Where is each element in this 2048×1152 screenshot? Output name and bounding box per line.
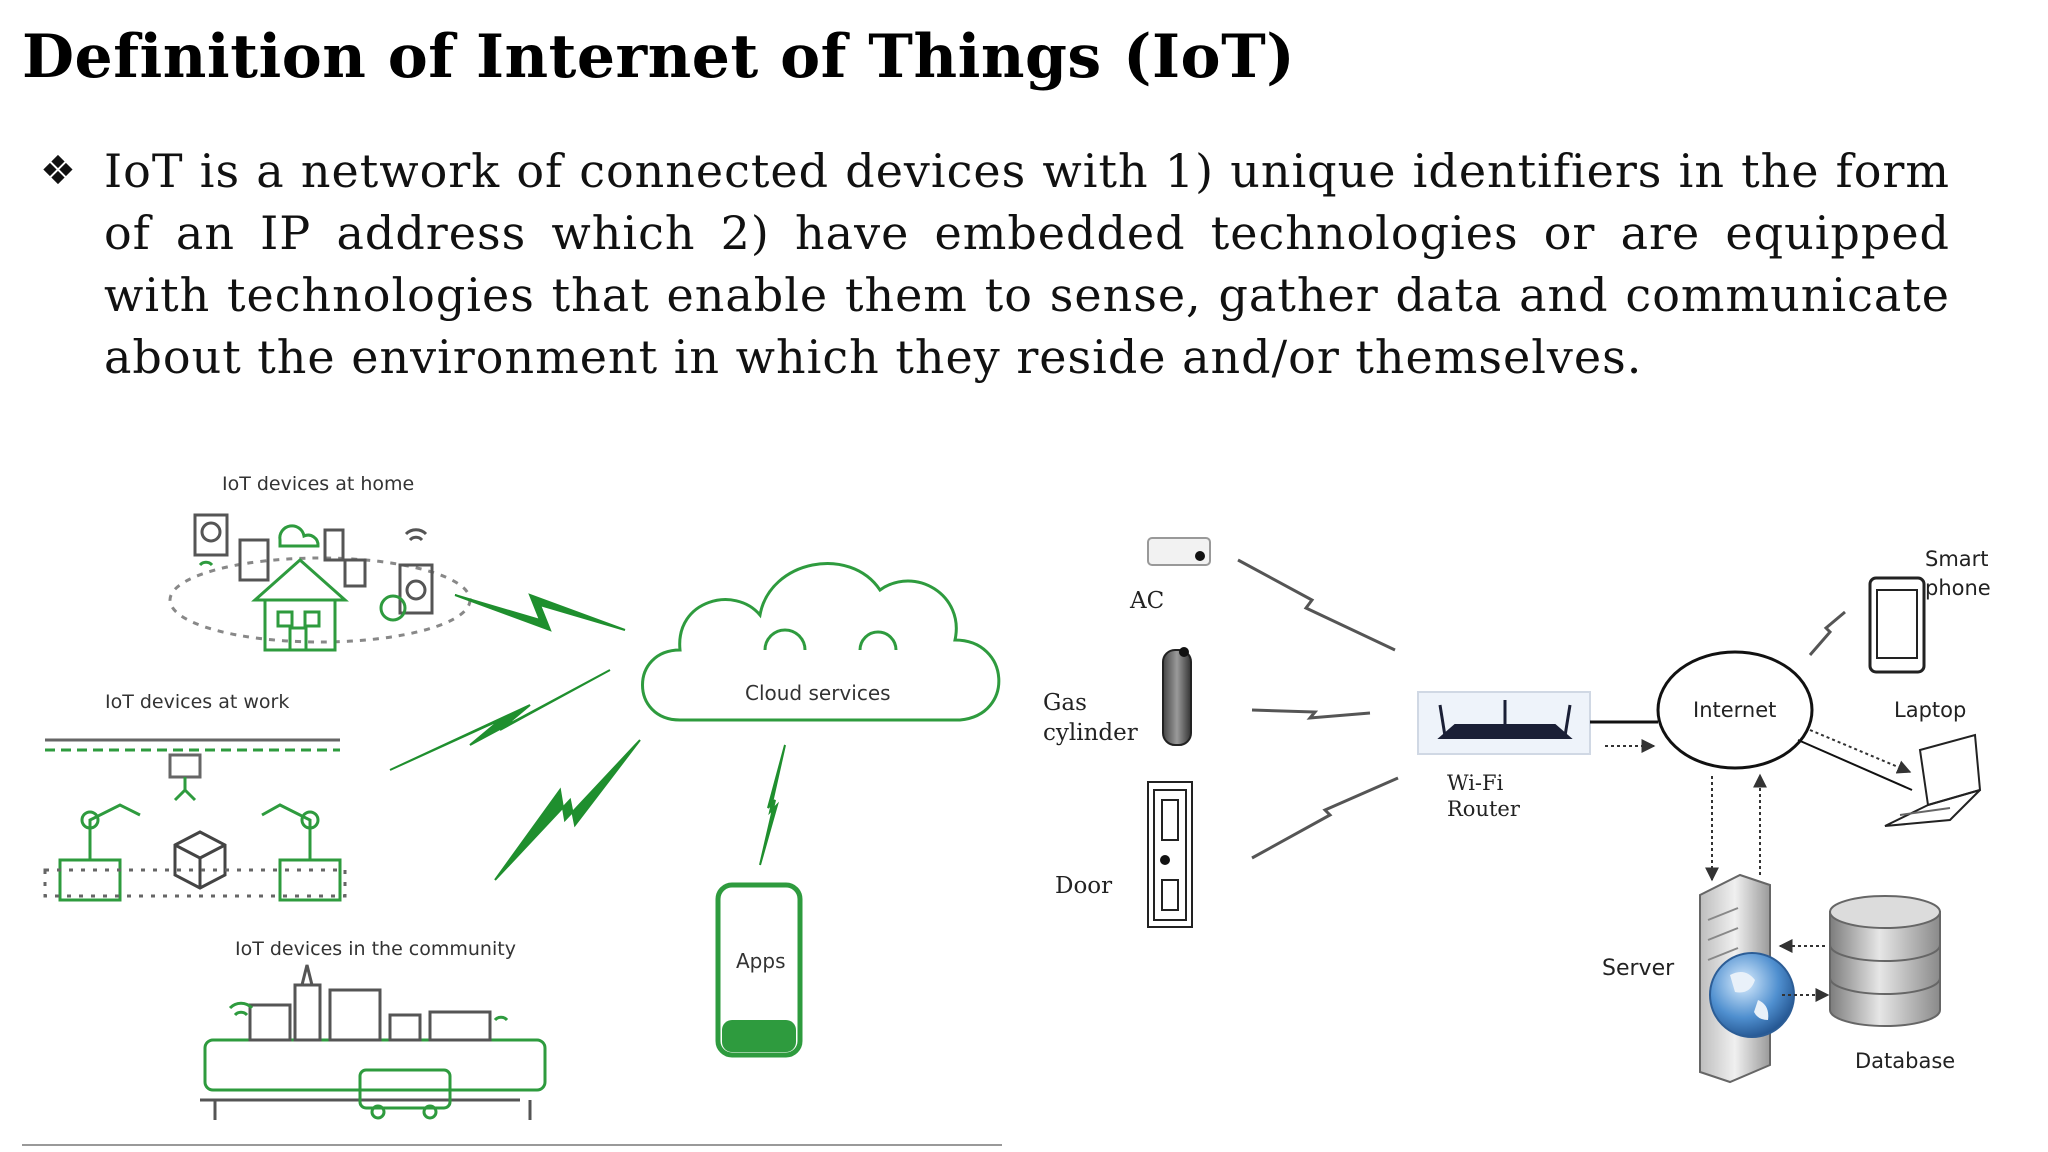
laptop-label: Laptop xyxy=(1894,698,1966,722)
wireless-ac-icon xyxy=(1237,558,1396,652)
left-iot-diagram: IoT devices at home IoT devices at work xyxy=(43,473,1001,1120)
apps-phone-icon xyxy=(715,882,803,1058)
lightning-community-icon xyxy=(494,739,641,881)
apps-label: Apps xyxy=(736,949,786,973)
router-label-line1: Wi-Fi xyxy=(1447,771,1504,795)
database-icon xyxy=(1829,895,1941,1027)
lightning-work-icon xyxy=(389,669,611,771)
gas-cylinder-icon xyxy=(1162,649,1192,746)
router-label-line2: Router xyxy=(1447,797,1521,821)
right-network-diagram: AC Gas cylinder Door Wi-Fi Router xyxy=(1043,537,1991,1084)
wireless-gas-icon xyxy=(1251,708,1371,720)
community-label: IoT devices in the community xyxy=(235,938,516,960)
cloud-label: Cloud services xyxy=(745,681,891,705)
gas-label-line1: Gas xyxy=(1043,690,1087,716)
diamond-bullet-icon: ❖ xyxy=(40,148,76,194)
community-devices-icon xyxy=(200,964,547,1120)
gas-label-line2: cylinder xyxy=(1043,720,1138,746)
ac-unit-icon xyxy=(1147,537,1211,566)
smartphone-label-line2: phone xyxy=(1925,576,1991,600)
wifi-router-icon xyxy=(1417,691,1591,755)
server-icon xyxy=(1699,873,1795,1084)
database-label: Database xyxy=(1855,1049,1955,1073)
slide-title: Definition of Internet of Things (IoT) xyxy=(22,22,1296,92)
smartphone-label-line1: Smart xyxy=(1925,547,1989,571)
definition-bullet: ❖ IoT is a network of connected devices … xyxy=(40,140,1950,388)
internet-label: Internet xyxy=(1693,698,1776,722)
smartphone-icon xyxy=(1868,576,1926,674)
door-icon xyxy=(1147,781,1193,928)
cloud-services-icon xyxy=(641,562,1001,722)
lightning-apps-icon xyxy=(759,744,786,866)
work-devices-icon xyxy=(43,738,347,902)
home-devices-icon xyxy=(168,513,472,652)
work-label: IoT devices at work xyxy=(105,691,289,713)
ac-label: AC xyxy=(1129,588,1164,614)
lightning-home-icon xyxy=(454,593,626,632)
wireless-door-icon xyxy=(1251,776,1399,860)
internet-node xyxy=(1656,650,1814,770)
home-label: IoT devices at home xyxy=(222,473,414,495)
laptop-icon xyxy=(1884,733,1982,827)
definition-text: IoT is a network of connected devices wi… xyxy=(104,144,1950,384)
server-label: Server xyxy=(1602,956,1675,981)
wireless-phone-icon xyxy=(1808,610,1846,656)
door-label: Door xyxy=(1055,873,1112,899)
